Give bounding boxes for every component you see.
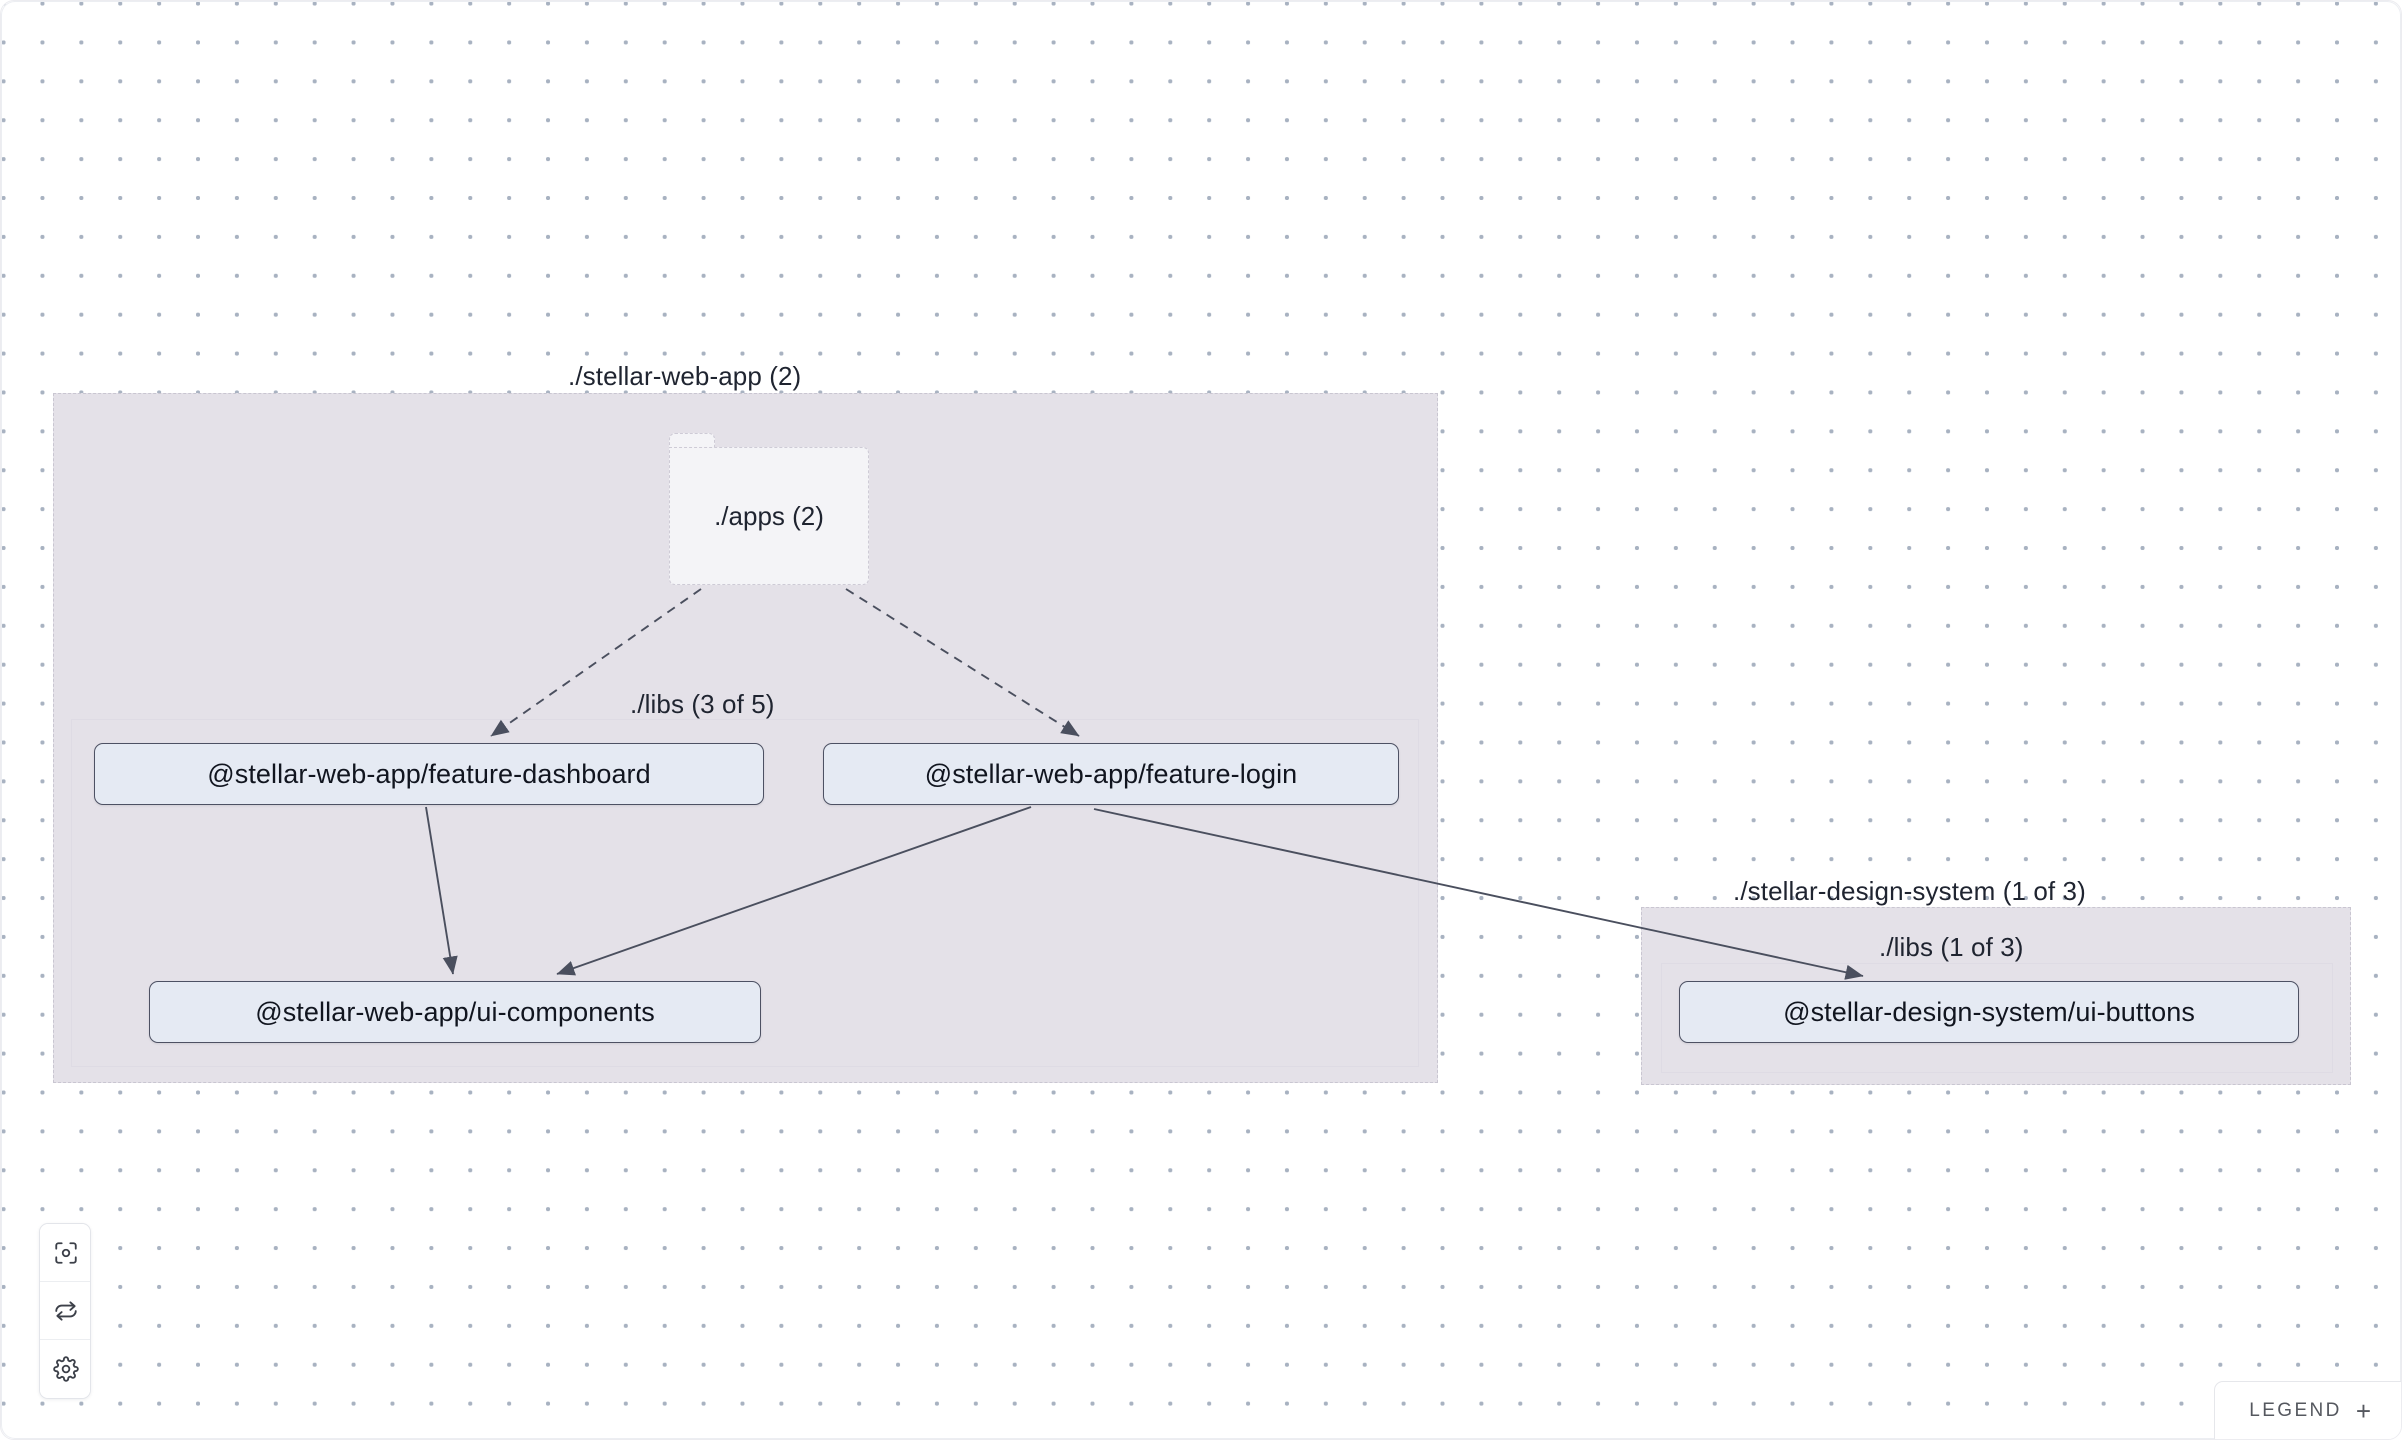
gear-icon (53, 1356, 79, 1382)
legend-label: LEGEND (2249, 1399, 2342, 1421)
project-node-feature-login[interactable]: @stellar-web-app/feature-login (823, 743, 1399, 805)
canvas-toolbar (39, 1223, 91, 1399)
group-label-stellar-design-system-libs: ./libs (1 of 3) (1879, 932, 2024, 962)
folder-body: ./apps (2) (669, 447, 869, 585)
focus-graph-button[interactable] (40, 1224, 90, 1282)
refresh-graph-button[interactable] (40, 1282, 90, 1340)
project-node-label: @stellar-design-system/ui-buttons (1783, 996, 2195, 1027)
plus-icon: + (2355, 1395, 2371, 1426)
group-label-stellar-design-system: ./stellar-design-system (1 of 3) (1733, 876, 2086, 906)
group-label-stellar-web-app-libs: ./libs (3 of 5) (630, 689, 775, 719)
folder-tab (669, 433, 715, 449)
group-stellar-design-system-libs[interactable] (1661, 963, 2333, 1073)
legend-button[interactable]: LEGEND + (2214, 1381, 2401, 1439)
project-node-ui-components[interactable]: @stellar-web-app/ui-components (149, 981, 761, 1043)
project-node-label: @stellar-web-app/ui-components (255, 996, 655, 1027)
folder-apps[interactable]: ./apps (2) (669, 433, 869, 585)
project-node-label: @stellar-web-app/feature-login (924, 758, 1298, 789)
group-label-stellar-web-app: ./stellar-web-app (2) (568, 361, 802, 391)
settings-button[interactable] (40, 1340, 90, 1398)
project-node-label: @stellar-web-app/feature-dashboard (207, 758, 651, 789)
project-node-feature-dashboard[interactable]: @stellar-web-app/feature-dashboard (94, 743, 764, 805)
project-node-ui-buttons[interactable]: @stellar-design-system/ui-buttons (1679, 981, 2299, 1043)
refresh-sync-icon (53, 1298, 79, 1324)
focus-target-icon (53, 1240, 79, 1266)
folder-label: ./apps (2) (714, 500, 824, 531)
